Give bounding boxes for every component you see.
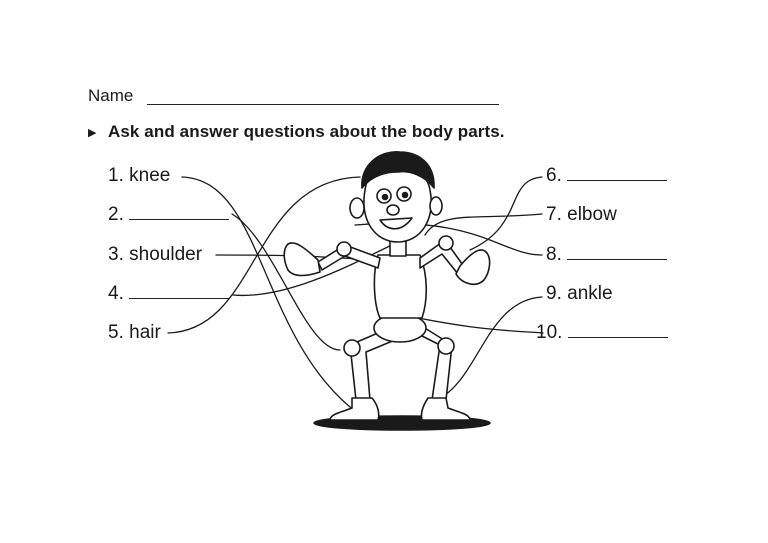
left-knee xyxy=(343,339,361,357)
label-text: shoulder xyxy=(129,244,203,265)
label-number: 2. xyxy=(108,204,124,225)
label-number: 6. xyxy=(546,165,562,186)
connector-line xyxy=(444,296,543,396)
instruction-text: Ask and answer questions about the body … xyxy=(108,122,505,141)
left-hand xyxy=(283,242,321,277)
answer-blank[interactable] xyxy=(567,244,668,260)
label-number: 7. xyxy=(546,204,562,225)
label-number: 10. xyxy=(536,322,563,343)
label-number: 9. xyxy=(546,283,562,304)
label-3: 3. shoulder xyxy=(108,244,202,266)
answer-blank[interactable] xyxy=(129,204,230,220)
name-input-line[interactable] xyxy=(147,104,499,105)
connector-line xyxy=(167,176,361,334)
label-number: 5. xyxy=(108,322,124,343)
right-knee xyxy=(437,337,455,355)
connector-line xyxy=(469,176,543,251)
hair xyxy=(361,151,435,189)
right-foot xyxy=(420,397,471,421)
connector-line xyxy=(181,176,361,416)
torso xyxy=(373,254,428,319)
label-2: 2. xyxy=(108,204,230,226)
label-text: ankle xyxy=(567,283,613,304)
connector-line xyxy=(424,213,543,236)
label-7: 7. elbow xyxy=(546,204,617,226)
left-elbow xyxy=(336,241,352,257)
label-8: 8. xyxy=(546,244,668,266)
label-1: 1. knee xyxy=(108,165,170,187)
label-number: 8. xyxy=(546,244,562,265)
label-text: elbow xyxy=(567,204,617,225)
label-6: 6. xyxy=(546,165,668,187)
left-foot xyxy=(329,397,380,421)
label-text: knee xyxy=(129,165,171,186)
answer-blank[interactable] xyxy=(567,322,668,338)
left-ear xyxy=(349,197,365,219)
right-elbow xyxy=(438,235,454,251)
mouth xyxy=(379,217,413,230)
answer-blank[interactable] xyxy=(129,283,230,299)
bullet-arrow-icon: ▶ xyxy=(88,127,97,139)
label-4: 4. xyxy=(108,283,230,305)
right-ear xyxy=(429,196,443,216)
label-number: 4. xyxy=(108,283,124,304)
connector-line xyxy=(231,213,341,351)
label-9: 9. ankle xyxy=(546,283,613,305)
label-10: 10. xyxy=(536,322,668,344)
label-5: 5. hair xyxy=(108,322,161,344)
label-number: 1. xyxy=(108,165,124,186)
name-label: Name xyxy=(88,86,134,105)
answer-blank[interactable] xyxy=(567,165,668,181)
label-number: 3. xyxy=(108,244,124,265)
right-hand xyxy=(455,249,491,286)
label-text: hair xyxy=(129,322,161,343)
nose xyxy=(386,204,400,216)
